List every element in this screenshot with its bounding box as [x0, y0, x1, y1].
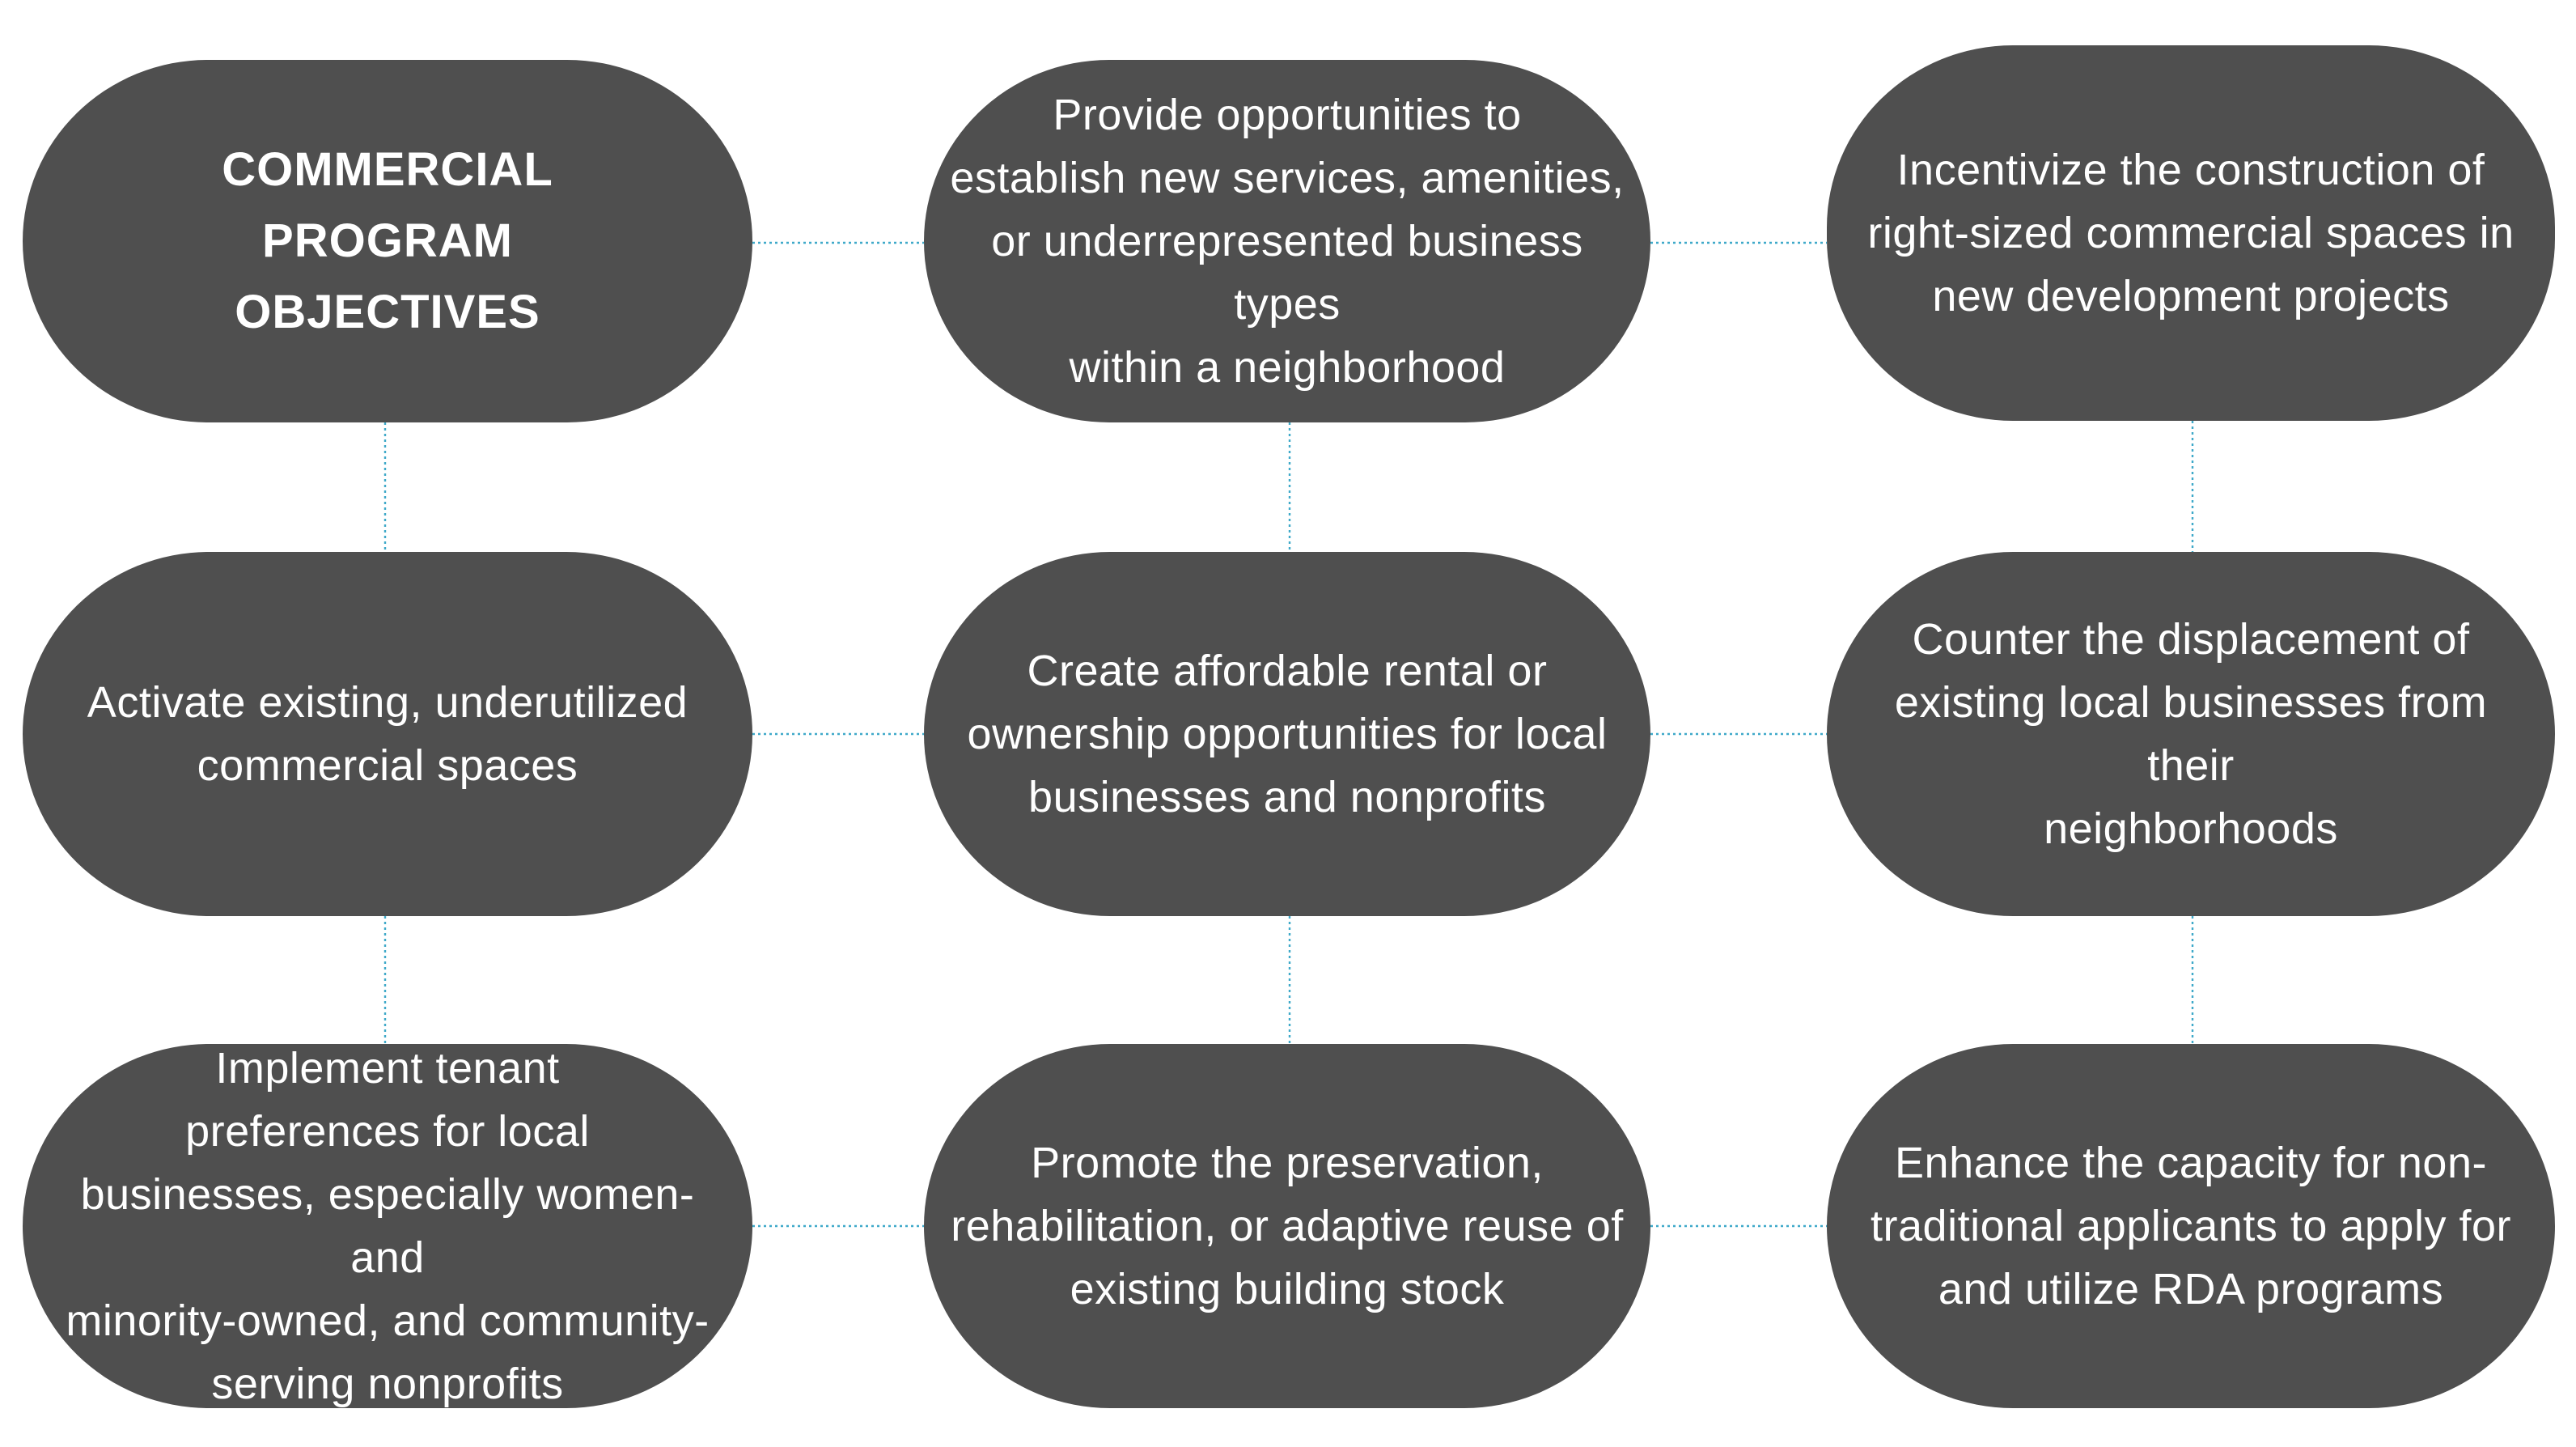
node-title: COMMERCIAL PROGRAM OBJECTIVES [23, 60, 752, 422]
node-activate-text: Activate existing, underutilized commerc… [87, 678, 688, 790]
node-preservation: Promote the preservation, rehabilitation… [924, 1044, 1650, 1408]
node-capacity-text: Enhance the capacity for non- traditiona… [1871, 1139, 2511, 1313]
node-affordable: Create affordable rental or ownership op… [924, 552, 1650, 916]
node-affordable-text: Create affordable rental or ownership op… [967, 647, 1608, 821]
node-displacement-text: Counter the displacement of existing loc… [1894, 615, 2488, 853]
node-activate: Activate existing, underutilized commerc… [23, 552, 752, 916]
node-capacity: Enhance the capacity for non- traditiona… [1827, 1044, 2555, 1408]
node-displacement: Counter the displacement of existing loc… [1827, 552, 2555, 916]
node-opportunities-text: Provide opportunities to establish new s… [950, 91, 1625, 392]
node-tenant: Implement tenant preferences for local b… [23, 1044, 752, 1408]
node-opportunities: Provide opportunities to establish new s… [924, 60, 1650, 422]
node-preservation-text: Promote the preservation, rehabilitation… [951, 1139, 1624, 1313]
node-title-text: COMMERCIAL PROGRAM OBJECTIVES [222, 143, 553, 338]
node-incentivize: Incentivize the construction of right-si… [1827, 45, 2555, 421]
node-incentivize-text: Incentivize the construction of right-si… [1867, 146, 2515, 320]
node-tenant-text: Implement tenant preferences for local b… [66, 1044, 710, 1408]
